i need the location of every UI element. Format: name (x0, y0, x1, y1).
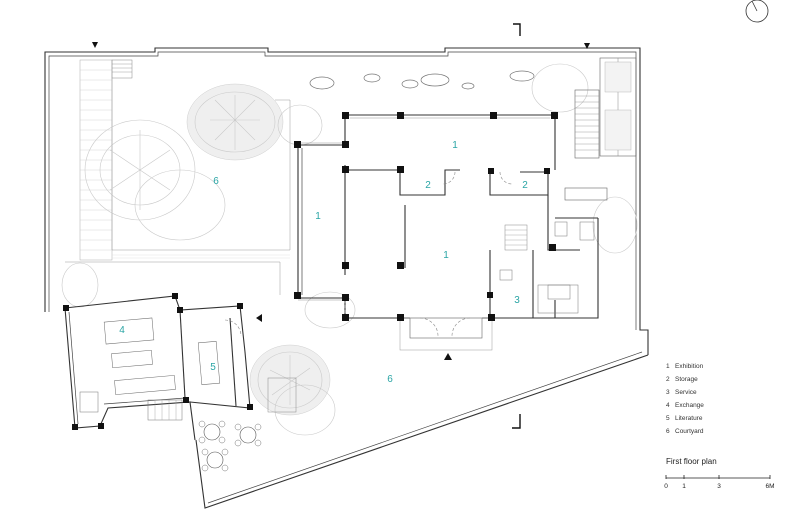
outdoor-seating (198, 420, 262, 472)
legend: 1 Exhibition 2 Storage 3 Service 4 Excha… (666, 363, 704, 435)
label-exchange: 4 (119, 325, 125, 336)
legend-item-6-name: Courtyard (675, 428, 704, 435)
section-mark-bottom (512, 414, 521, 429)
legend-item-1-num: 1 (666, 363, 670, 370)
legend-item-3-name: Service (675, 389, 697, 396)
scale-tick-3: 3 (717, 483, 721, 490)
room-labels: 1 1 1 2 2 3 4 5 6 6 (119, 140, 528, 385)
legend-item-5-num: 5 (666, 415, 670, 422)
tree-cluster-bottom (249, 344, 336, 436)
main-building-columns (294, 112, 558, 321)
tree-cluster-left (61, 83, 323, 308)
legend-item-2-name: Storage (675, 376, 698, 383)
triangle-marker-icon (92, 42, 590, 360)
scale-tick-1: 1 (682, 483, 686, 490)
stepping-stones (309, 70, 535, 90)
label-courtyard-west: 6 (213, 176, 219, 187)
legend-item-3-num: 3 (666, 389, 670, 396)
tree-cluster-right (304, 63, 638, 329)
scale-tick-0: 0 (664, 483, 668, 490)
label-literature: 5 (210, 362, 216, 373)
legend-item-5-name: Literature (675, 415, 703, 422)
scale-bar: 0 1 3 6M (664, 475, 775, 490)
label-service: 3 (514, 295, 520, 306)
legend-item-6-num: 6 (666, 428, 670, 435)
courtyard-paving (65, 59, 291, 295)
west-annex-columns (63, 293, 253, 430)
west-annex-walls (64, 295, 251, 441)
plan-title: First floor plan (666, 457, 717, 466)
legend-item-4-name: Exchange (675, 402, 704, 409)
legend-item-2-num: 2 (666, 376, 670, 383)
label-exhibition-west: 1 (315, 211, 321, 222)
legend-item-4-num: 4 (666, 402, 670, 409)
section-mark-top (513, 23, 521, 36)
site-boundary (44, 47, 649, 509)
label-courtyard-south: 6 (387, 374, 393, 385)
label-exhibition-north: 1 (452, 140, 458, 151)
label-storage-right: 2 (522, 180, 528, 191)
east-stair (564, 57, 637, 201)
scale-tick-6m: 6M (765, 483, 774, 490)
label-exhibition-center: 1 (443, 250, 449, 261)
legend-item-1-name: Exhibition (675, 363, 704, 370)
north-arrow-icon (745, 0, 769, 23)
label-storage-left: 2 (425, 180, 431, 191)
